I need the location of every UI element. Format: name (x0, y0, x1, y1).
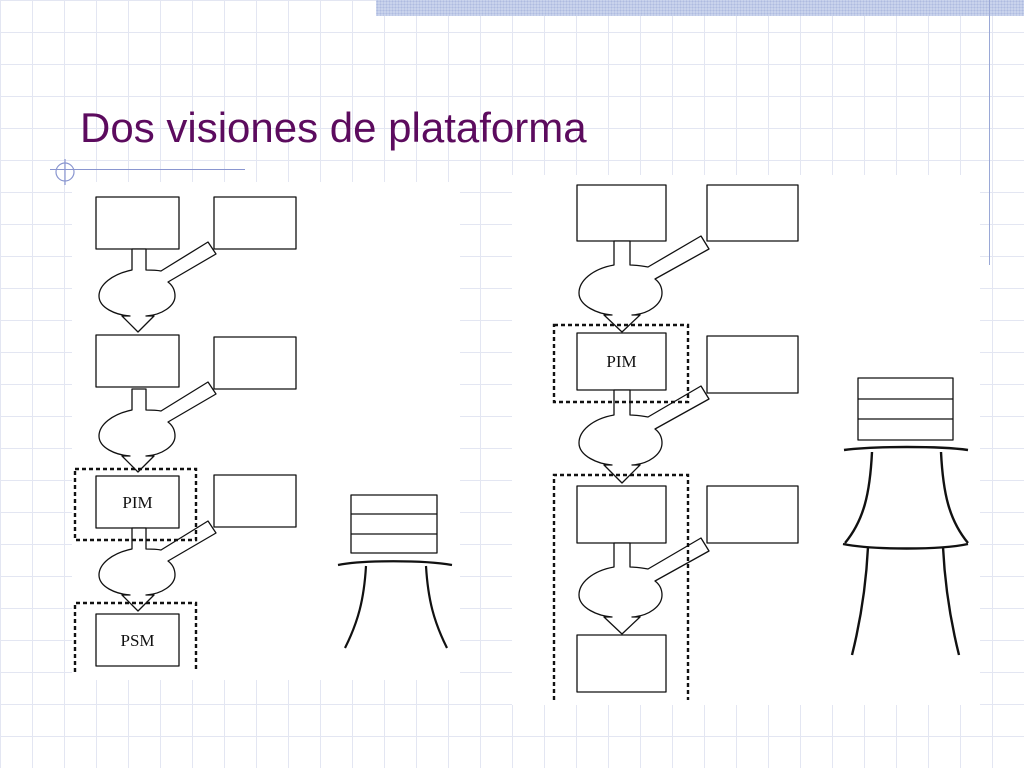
model-box (576, 634, 667, 693)
platform-stack (857, 377, 954, 441)
pim-region (73, 467, 198, 542)
transformation-arrow (98, 381, 217, 473)
title-underline (50, 169, 245, 170)
mapping-box (706, 184, 799, 242)
pim-box (576, 332, 667, 391)
pim-label: PIM (122, 493, 152, 512)
right-vertical-rule (989, 0, 990, 265)
pim-box (95, 475, 180, 529)
right-platform-diagram: PIM (512, 175, 980, 705)
top-accent-band (376, 0, 1024, 16)
left-platform-diagram: PIM PSM (72, 182, 460, 680)
mapping-box (213, 336, 297, 390)
transformation-arrow (578, 235, 710, 333)
platform-legs (337, 560, 453, 649)
transformation-arrow (98, 520, 217, 612)
model-box (95, 334, 180, 388)
platform-stack (350, 494, 438, 554)
pim-label: PIM (606, 352, 636, 371)
platform-legs (842, 445, 969, 656)
mapping-box (706, 335, 799, 394)
psm-box (95, 613, 180, 667)
model-box (576, 485, 667, 544)
transformation-arrow (578, 537, 710, 635)
mapping-box (213, 196, 297, 250)
mapping-box (213, 474, 297, 528)
mapping-box (706, 485, 799, 544)
crosshair-icon (55, 159, 75, 185)
model-box (95, 196, 180, 250)
psm-label: PSM (120, 631, 154, 650)
transformation-arrow (98, 241, 217, 333)
model-box (576, 184, 667, 242)
slide-title: Dos visiones de plataforma (80, 104, 587, 151)
psm-region (552, 473, 690, 700)
psm-region (73, 601, 198, 672)
transformation-arrow (578, 385, 710, 484)
pim-region (552, 323, 690, 404)
